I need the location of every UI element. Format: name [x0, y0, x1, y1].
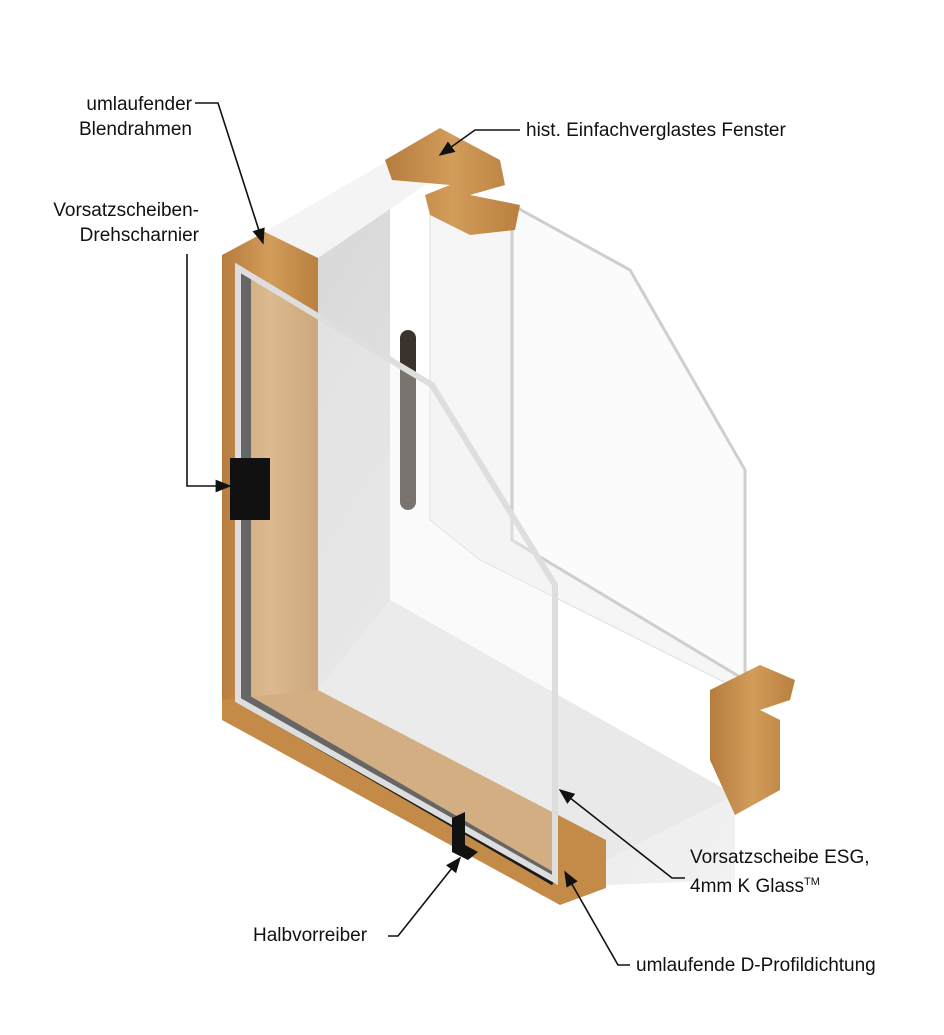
- leader-frame: [195, 102, 265, 245]
- label-hinge-line1: Vorsatzscheiben-: [53, 200, 199, 221]
- floor: [318, 600, 735, 860]
- label-seal: umlaufende D-Profildichtung: [636, 955, 876, 976]
- trademark: TM: [804, 876, 820, 888]
- label-frame-line1: umlaufender: [86, 94, 192, 115]
- top-wall: [265, 160, 440, 258]
- label-hinge: Vorsatzscheiben- Drehscharnier: [53, 198, 199, 248]
- latch: [452, 812, 478, 860]
- label-frame: umlaufender Blendrahmen: [79, 92, 192, 142]
- label-glass-line2: 4mm K GlassTM: [690, 870, 870, 899]
- leader-hinge: [186, 254, 232, 493]
- label-glass-text: 4mm K Glass: [690, 876, 805, 897]
- leader-glass: [558, 789, 685, 879]
- hinge-block: [230, 458, 270, 520]
- label-historic-window: hist. Einfachverglastes Fenster: [526, 120, 786, 141]
- historic-profile-bottom: [710, 665, 795, 815]
- leader-latch: [388, 856, 461, 937]
- label-frame-line2: Blendrahmen: [78, 119, 192, 140]
- historic-glass: [510, 202, 747, 683]
- label-latch: Halbvorreiber: [253, 925, 368, 946]
- label-glass-line1: Vorsatzscheibe ESG,: [690, 847, 870, 868]
- leader-historic-window: [438, 129, 520, 156]
- historic-profile-top: [385, 128, 520, 235]
- add-on-glass-pane: [235, 262, 558, 886]
- leader-seal: [564, 870, 630, 966]
- label-hinge-line2: Drehscharnier: [79, 225, 199, 246]
- label-glass: Vorsatzscheibe ESG, 4mm K GlassTM: [690, 845, 870, 899]
